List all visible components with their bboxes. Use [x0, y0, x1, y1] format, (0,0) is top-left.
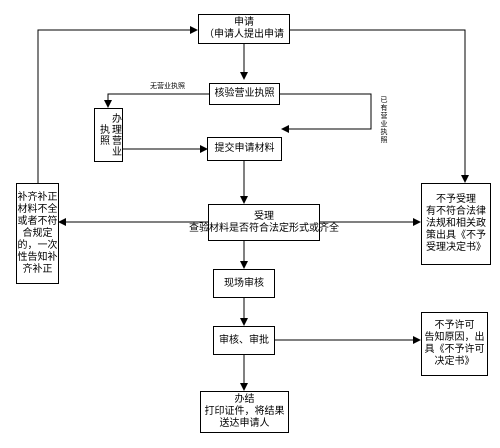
apply-title: 申请 — [234, 17, 254, 28]
supplement-line-4: 合规定 — [22, 227, 53, 239]
onsite-box: 现场审核 — [213, 269, 275, 298]
supplement-line-1: 补齐补正 — [17, 191, 58, 203]
verify-label: 核验营业执照 — [214, 88, 275, 99]
reject-line-4: 策出具《不予 — [426, 230, 486, 241]
license-label: 办理营业执照 — [97, 113, 121, 157]
deny-line-3: 具《不予许可 — [424, 344, 485, 355]
done-line-3: 送达申请人 — [219, 418, 270, 429]
supplement-line-7: 齐补正 — [22, 263, 53, 275]
reject-line-2: 有不符合法律 — [426, 206, 486, 217]
apply-box: 申请 （申请人提出申请 — [198, 14, 290, 44]
accept-title: 受理 — [254, 210, 274, 222]
edge-label-no-license: 无营业执照 — [150, 82, 185, 90]
deny-box: 不予许可 告知原因，出 具《不予许可 决定书》 — [421, 312, 488, 376]
reject-line-3: 法规和相关政 — [426, 218, 486, 229]
submit-label: 提交申请材料 — [214, 143, 275, 154]
edge-label-has-license: 已有营业执照 — [380, 96, 388, 144]
apply-subtitle: （申请人提出申请 — [204, 29, 284, 40]
reject-line-5: 受理决定书》 — [426, 242, 486, 253]
onsite-label: 现场审核 — [224, 277, 264, 289]
submit-box: 提交申请材料 — [207, 137, 282, 161]
review-label: 审核、审批 — [219, 334, 269, 346]
accept-subtitle: 查验材料是否符合法定形式或齐全 — [189, 222, 339, 234]
done-line-2: 打印证件，将结果 — [204, 406, 285, 417]
supplement-line-6: 性告知补 — [17, 251, 58, 263]
deny-line-1: 不予许可 — [434, 320, 475, 331]
verify-box: 核验营业执照 — [209, 83, 280, 105]
arrow-apply-to-reject — [290, 29, 469, 183]
deny-line-2: 告知原因，出 — [424, 332, 485, 343]
done-title: 办结 — [234, 394, 255, 405]
deny-line-4: 决定书》 — [434, 356, 475, 367]
review-box: 审核、审批 — [213, 326, 275, 355]
arrow-verify-to-license — [104, 93, 209, 108]
reject-box: 不予受理 有不符合法律 法规和相关政 策出具《不予 受理决定书》 — [421, 183, 491, 265]
accept-box: 受理 查验材料是否符合法定形式或齐全 — [189, 204, 339, 241]
arrow-supplement-to-apply — [37, 26, 198, 183]
supplement-line-2: 材料不全 — [17, 203, 58, 215]
reject-line-1: 不予受理 — [436, 194, 476, 205]
arrow-verify-to-submit — [280, 93, 372, 133]
supplement-box: 补齐补正 材料不全 或者不符 合规定 的，一次 性告知补 齐补正 — [16, 183, 59, 284]
license-box: 办理营业执照 — [94, 108, 123, 162]
supplement-line-5: 的，一次 — [17, 239, 58, 251]
supplement-line-3: 或者不符 — [17, 215, 58, 227]
done-box: 办结 打印证件，将结果 送达申请人 — [200, 391, 289, 433]
